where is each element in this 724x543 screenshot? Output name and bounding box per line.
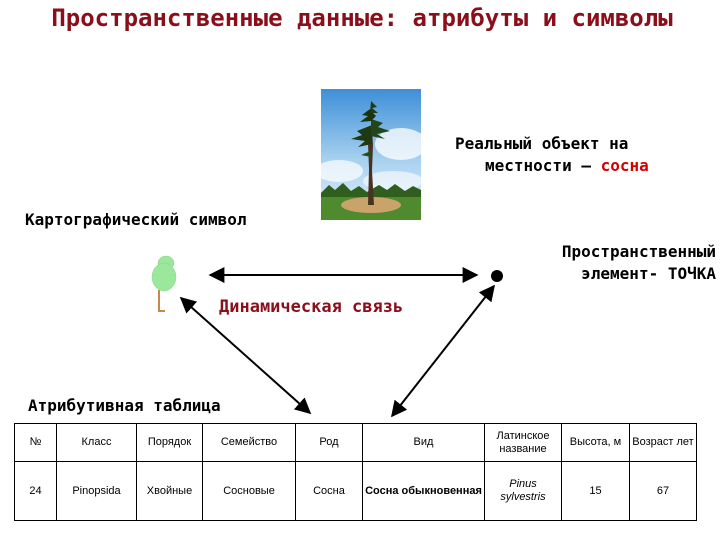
tree-symbol-icon: [151, 255, 177, 312]
table-cell: Сосновые: [202, 461, 296, 521]
spatial-element-line2: элемент- ТОЧКА: [581, 264, 716, 283]
header-cell: Порядок: [136, 423, 203, 462]
real-object-line2: местности – сосна: [485, 156, 649, 175]
table-row: 24 Pinopsida Хвойные Сосновые Сосна Сосн…: [14, 461, 697, 521]
table-cell: Сосна: [295, 461, 363, 521]
header-cell: №: [14, 423, 57, 462]
table-cell: Pinus sylvestris: [484, 461, 562, 521]
table-cell: 24: [14, 461, 57, 521]
arrow-point-to-table: [391, 284, 495, 418]
table-cell: 67: [629, 461, 697, 521]
table-cell: Хвойные: [136, 461, 203, 521]
attribute-table-caption: Атрибутивная таблица: [28, 396, 221, 415]
spatial-element-line1: Пространственный: [561, 242, 716, 261]
header-cell: Род: [295, 423, 363, 462]
header-cell: Вид: [362, 423, 485, 462]
pine-tree-photo: [321, 89, 421, 220]
point-marker: [491, 270, 503, 282]
table-cell: Сосна обыкновенная: [362, 461, 485, 521]
header-cell: Возраст лет: [629, 423, 697, 462]
spatial-element-label: Пространственный элемент- ТОЧКА: [530, 241, 716, 285]
table-cell: Pinopsida: [56, 461, 137, 521]
header-cell: Класс: [56, 423, 137, 462]
real-object-label: Реальный объект на местности – сосна: [455, 133, 705, 177]
header-cell: Высота, м: [561, 423, 630, 462]
real-object-accent: сосна: [600, 156, 649, 175]
real-object-line1: Реальный объект на: [455, 134, 629, 153]
header-cell: Семейство: [202, 423, 296, 462]
header-cell: Латинское название: [484, 423, 562, 462]
arrow-symbol-to-table: [179, 296, 312, 415]
page-title: Пространственные данные: атрибуты и симв…: [51, 4, 673, 32]
attribute-table: № Класс Порядок Семейство Род Вид Латинс…: [14, 423, 697, 521]
table-cell: 15: [561, 461, 630, 521]
table-header-row: № Класс Порядок Семейство Род Вид Латинс…: [14, 423, 697, 462]
cartographic-symbol-label: Картографический символ: [25, 210, 247, 229]
